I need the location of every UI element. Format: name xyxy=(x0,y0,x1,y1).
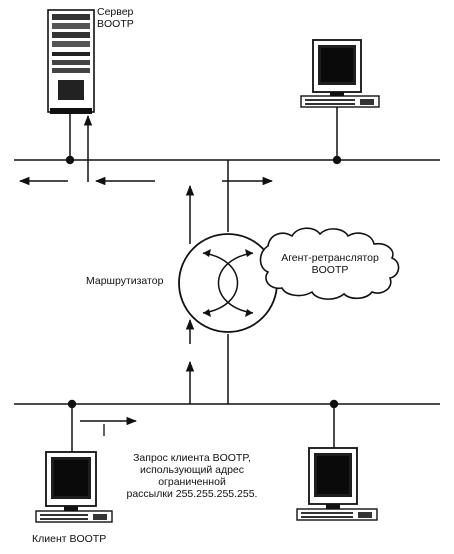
server-label-line-1: Сервер xyxy=(97,6,134,18)
request-label-line-1: Запрос клиента BOOTP, xyxy=(133,452,251,464)
request-label-line-3: ограниченной xyxy=(158,476,226,488)
server-tower-icon xyxy=(47,9,95,114)
server-junction xyxy=(65,155,75,165)
workstation-top-junction xyxy=(332,155,342,165)
workstation-bottom-junction xyxy=(329,399,339,409)
computer-terminal-icon-bottom-right xyxy=(296,447,378,521)
request-label-line-2: использующий адрес xyxy=(139,464,244,476)
request-label-line-4: рассылки 255.255.255.255. xyxy=(126,488,258,500)
client-label: Клиент BOOTP xyxy=(32,533,107,545)
server-label-line-2: BOOTP xyxy=(97,18,134,30)
computer-terminal-icon-bottom-left xyxy=(35,451,113,523)
request-label: Запрос клиента BOOTP, использующий адрес… xyxy=(112,452,272,500)
relay-agent-label: Агент-ретранслятор BOOTP xyxy=(277,252,383,276)
cloud-icon xyxy=(259,227,400,300)
client-junction xyxy=(67,399,77,409)
computer-terminal-icon-top-right xyxy=(300,39,380,108)
relay-agent-label-line-1: Агент-ретранслятор xyxy=(281,252,379,264)
relay-agent-label-line-2: BOOTP xyxy=(311,264,349,276)
server-label: Сервер BOOTP xyxy=(97,6,134,30)
router-circle-icon xyxy=(178,233,278,333)
router-label: Маршрутизатор xyxy=(86,275,164,287)
